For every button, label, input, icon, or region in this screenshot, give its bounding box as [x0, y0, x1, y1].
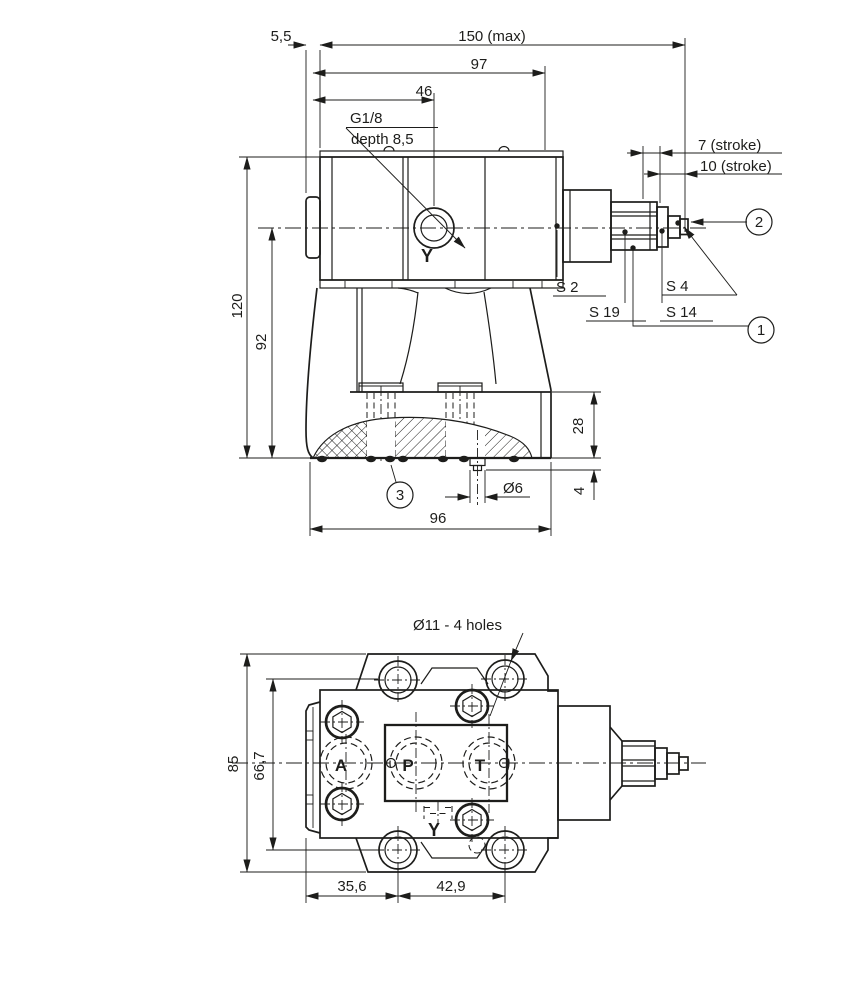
- neck-funnel: [399, 291, 497, 385]
- label-s19: S 19: [589, 304, 620, 321]
- plate-ticks: [344, 281, 543, 288]
- plan-adjuster: [557, 705, 689, 821]
- dim-28: 28: [570, 418, 587, 435]
- adjust-screw-tip: [679, 218, 689, 236]
- neck-left-edge: [305, 287, 318, 459]
- callout1-number: 1: [757, 322, 765, 339]
- dim-92: 92: [253, 334, 270, 351]
- dim-stroke7: 7 (stroke): [698, 137, 761, 154]
- callout3-number: 3: [396, 487, 404, 504]
- dim-dia11-holes: Ø11 - 4 holes: [413, 617, 502, 634]
- top-plate: [319, 150, 564, 158]
- o-ring-seals: [317, 455, 519, 463]
- pilot-hole-right: [498, 757, 510, 769]
- port-label-t: T: [475, 756, 486, 775]
- neck-right-edge: [529, 287, 552, 391]
- pilot-hole-left: [385, 757, 397, 769]
- label-depth: depth 8,5: [351, 131, 414, 148]
- dome-outline: [312, 416, 533, 459]
- dim-4: 4: [571, 487, 588, 495]
- callout3-balloon: [386, 481, 414, 509]
- y-port-outer: [413, 207, 455, 249]
- plan-y-label: Y: [428, 820, 440, 840]
- y-port-label: Y: [421, 246, 433, 266]
- port-label-p: P: [402, 756, 413, 775]
- dim-35-6: 35,6: [337, 878, 366, 895]
- bottom-notch: [420, 841, 489, 859]
- dim-85: 85: [225, 756, 242, 773]
- callout3-leader: [390, 464, 397, 483]
- dim-stroke10: 10 (stroke): [700, 158, 772, 175]
- dimensions-top: [243, 41, 782, 533]
- y-port-inner: [420, 214, 448, 242]
- hidden-circle: [468, 836, 486, 854]
- tab-notch-top: [305, 730, 314, 741]
- dim-150-max: 150 (max): [458, 28, 526, 45]
- label-s2: S 2: [556, 279, 579, 296]
- callout2-number: 2: [755, 214, 763, 231]
- pt-port-frame: [383, 723, 509, 803]
- plan-top-lug: [355, 653, 558, 692]
- plan-bottom-lug: [355, 837, 558, 873]
- adjust-screw: [667, 215, 681, 239]
- plan-side-tab: [305, 701, 321, 834]
- thread-leader: [345, 127, 466, 249]
- side-view: Y: [229, 28, 782, 536]
- dimensions-plan: [243, 632, 524, 900]
- label-s14: S 14: [666, 304, 697, 321]
- neck-curves: [397, 287, 492, 295]
- dim-dia6: Ø6: [503, 480, 523, 497]
- lock-nut: [656, 206, 669, 248]
- plan-view: A P T Y: [225, 617, 706, 903]
- bottom-plate: [319, 279, 564, 289]
- y-hidden-mark: [423, 806, 453, 819]
- hole-centermarks: [374, 655, 529, 874]
- dim-5-5: 5,5: [271, 28, 292, 45]
- tab-notch-bottom: [305, 794, 314, 805]
- dim-66-7: 66,7: [251, 751, 268, 780]
- valve-body: [319, 156, 564, 281]
- section-hatch: [313, 417, 532, 458]
- side-tab: [305, 196, 321, 259]
- neck-inner-lines: [356, 288, 363, 392]
- label-g18: G1/8: [350, 110, 383, 127]
- dim-46: 46: [416, 83, 433, 100]
- port-centerlines: [345, 712, 490, 815]
- dim-96: 96: [430, 510, 447, 527]
- dim-120: 120: [229, 293, 246, 318]
- s4-leader: [683, 226, 738, 296]
- thread-lines: [611, 202, 657, 250]
- screw-head-bumps: [383, 145, 510, 152]
- port-label-a: A: [335, 756, 347, 775]
- socket-screws: [320, 684, 494, 842]
- callout1-leader: [632, 250, 749, 327]
- wrench-leaders: [553, 230, 737, 322]
- callout2-balloon: [745, 208, 773, 236]
- leader-dots: [554, 220, 681, 251]
- dim-97: 97: [471, 56, 488, 73]
- dim-42-9: 42,9: [436, 878, 465, 895]
- top-notch: [420, 667, 489, 685]
- label-s4: S 4: [666, 278, 689, 295]
- callout1-balloon: [747, 316, 775, 344]
